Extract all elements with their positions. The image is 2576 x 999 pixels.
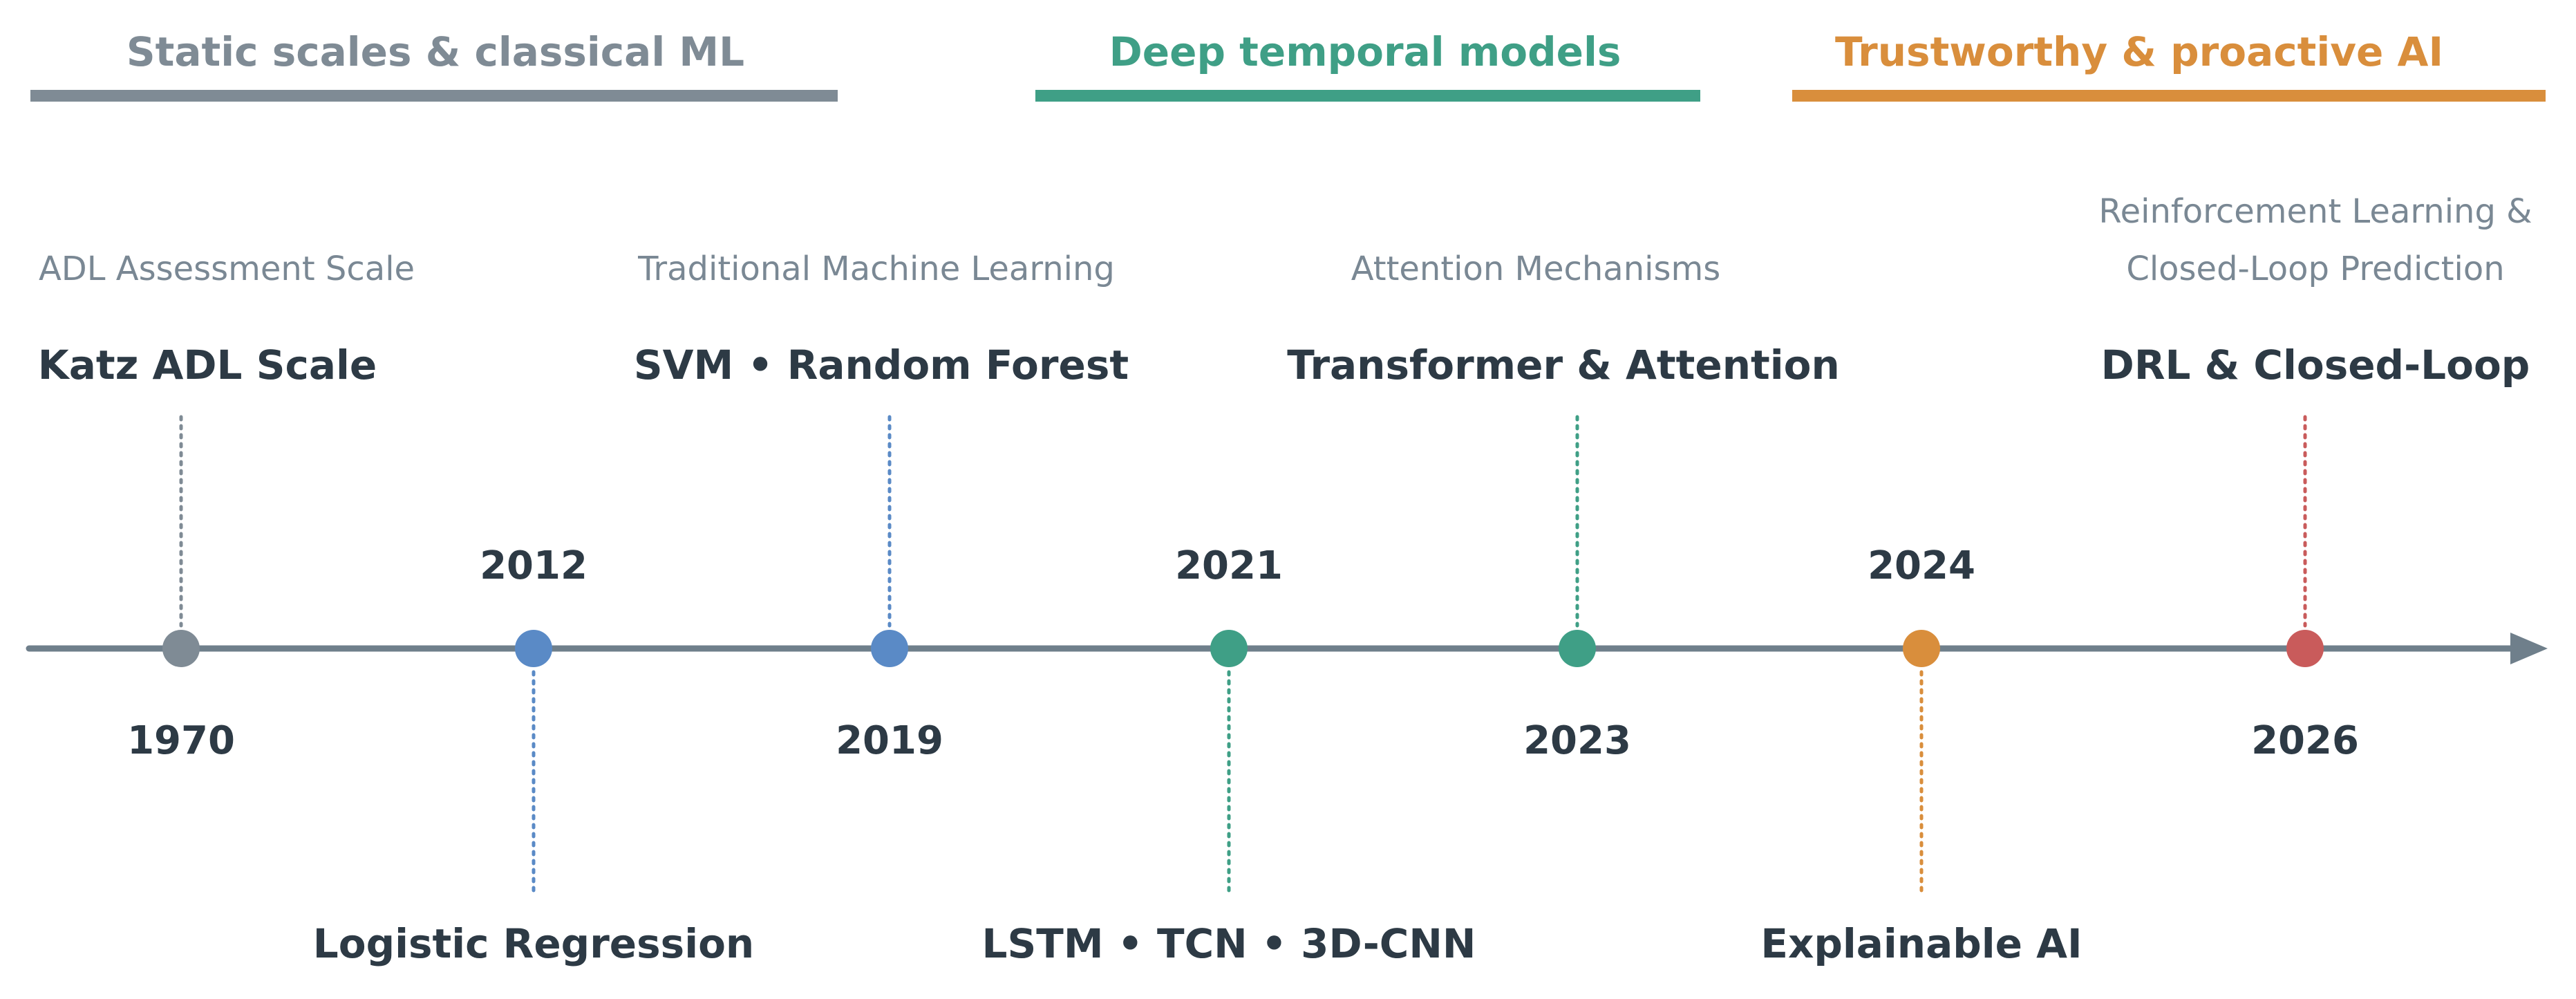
milestone-node (1903, 630, 1940, 667)
milestone-node (1210, 630, 1248, 667)
phase-3: Trustworthy & proactive AI (1792, 28, 2546, 102)
phase-bands: Static scales & classical ML Deep tempora… (30, 28, 2546, 102)
year-label: 2024 (1868, 543, 1975, 588)
method-label: Katz ADL Scale (38, 342, 377, 389)
timeline-axis (26, 633, 2548, 664)
category-label: Attention Mechanisms (1351, 250, 1721, 288)
phase-bar (30, 90, 838, 102)
phase-label: Static scales & classical ML (126, 28, 744, 75)
milestone-node (871, 630, 908, 667)
milestone-node (515, 630, 552, 667)
phase-label: Deep temporal models (1109, 28, 1621, 75)
method-label: Logistic Regression (313, 920, 754, 967)
method-label: SVM • Random Forest (634, 342, 1129, 389)
method-label: Explainable AI (1760, 920, 2082, 967)
milestone-node (162, 630, 200, 667)
milestone-node (1559, 630, 1596, 667)
method-label: LSTM • TCN • 3D-CNN (982, 920, 1476, 967)
phase-1: Static scales & classical ML (30, 28, 838, 102)
year-label: 1970 (127, 718, 235, 763)
phase-bar (1792, 90, 2546, 102)
phase-label: Trustworthy & proactive AI (1835, 28, 2443, 75)
category-label: Reinforcement Learning & (2098, 192, 2532, 231)
method-label: Transformer & Attention (1287, 342, 1839, 389)
year-label: 2023 (1523, 718, 1631, 763)
year-label: 2021 (1175, 543, 1283, 588)
category-label: Closed-Loop Prediction (2126, 250, 2504, 288)
year-label: 2026 (2251, 718, 2359, 763)
phase-2: Deep temporal models (1035, 28, 1700, 102)
axis-arrow-icon (2510, 633, 2548, 664)
method-label: DRL & Closed-Loop (2101, 342, 2530, 389)
year-label: 2019 (836, 718, 943, 763)
category-label: Traditional Machine Learning (637, 250, 1115, 288)
year-label: 2012 (480, 543, 587, 588)
milestone-node (2286, 630, 2324, 667)
phase-bar (1035, 90, 1700, 102)
milestone-2026: Reinforcement Learning & Closed-Loop Pred… (2098, 192, 2532, 763)
category-label: ADL Assessment Scale (39, 250, 415, 288)
